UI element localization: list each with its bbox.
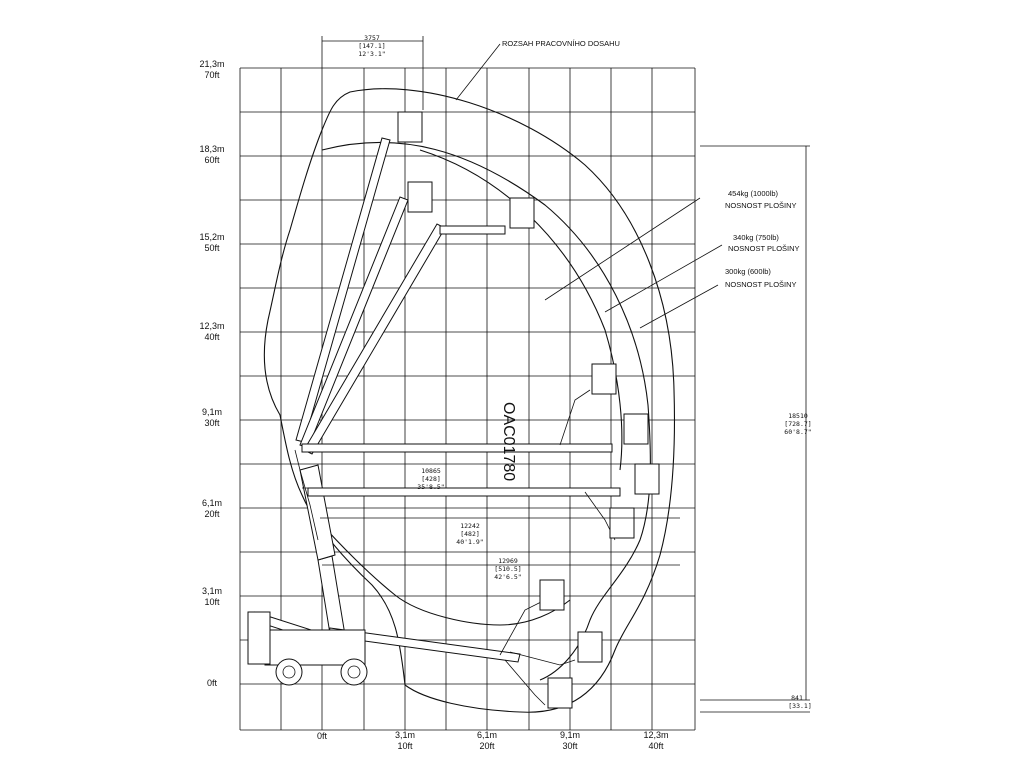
platform bbox=[539, 579, 565, 611]
x-tick-m: 12,3m bbox=[643, 730, 668, 740]
y-tick-ft: 70ft bbox=[204, 70, 220, 80]
platforms bbox=[397, 111, 660, 709]
capacity-3-weight: 300kg (600lb) bbox=[725, 267, 771, 276]
x-tick-ft: 20ft bbox=[479, 741, 495, 751]
y-tick-ft: 60ft bbox=[204, 155, 220, 165]
jib-6b bbox=[504, 659, 546, 706]
platform bbox=[591, 363, 617, 395]
y-tick-m: 15,2m bbox=[199, 232, 224, 242]
dimensions: 3757 [147.1] 12'3.1" 18510 [728.7] 60'8.… bbox=[302, 34, 812, 713]
middle-envelope bbox=[321, 141, 651, 681]
dim-below-2: [33.1] bbox=[788, 702, 811, 710]
dim-reach3-2: [510.5] bbox=[494, 565, 521, 573]
dim-top-3: 12'3.1" bbox=[358, 50, 385, 58]
wheel-front-hub bbox=[282, 665, 296, 679]
platform bbox=[407, 181, 433, 213]
leader-line bbox=[604, 244, 723, 313]
drawing-number: OAC01780 bbox=[500, 402, 517, 481]
dim-reach3-1: 12969 bbox=[498, 557, 518, 565]
leader-line bbox=[639, 284, 719, 329]
y-tick-ft: 0ft bbox=[207, 678, 218, 688]
y-tick-ft: 20ft bbox=[204, 509, 220, 519]
x-tick-ft: 10ft bbox=[397, 741, 413, 751]
riser-upper bbox=[299, 464, 336, 561]
capacity-1-text: NOSNOST PLOŠINY bbox=[725, 201, 797, 210]
y-tick-ft: 40ft bbox=[204, 332, 220, 342]
dim-reach1-1: 10865 bbox=[421, 467, 441, 475]
y-axis-labels: 21,3m 70ft 18,3m 60ft 15,2m 50ft 12,3m 4… bbox=[199, 59, 224, 688]
dim-reach1-2: [428] bbox=[421, 475, 441, 483]
x-tick-m: 3,1m bbox=[395, 730, 415, 740]
platform bbox=[623, 413, 649, 445]
counterweight bbox=[247, 611, 271, 665]
chassis-body bbox=[264, 629, 366, 666]
y-tick-m: 18,3m bbox=[199, 144, 224, 154]
dim-height-3: 60'8.7" bbox=[784, 428, 811, 436]
y-tick-m: 21,3m bbox=[199, 59, 224, 69]
wheel-rear-hub bbox=[347, 665, 361, 679]
dim-reach3-3: 42'6.5" bbox=[494, 573, 521, 581]
x-tick-ft: 30ft bbox=[562, 741, 578, 751]
capacity-1-weight: 454kg (1000lb) bbox=[728, 189, 779, 198]
jib-6a bbox=[499, 599, 546, 656]
inner-envelope bbox=[419, 149, 623, 471]
platform bbox=[547, 677, 573, 709]
y-tick-m: 12,3m bbox=[199, 321, 224, 331]
y-tick-m: 3,1m bbox=[202, 586, 222, 596]
lower-envelope bbox=[317, 519, 571, 626]
platform bbox=[397, 111, 423, 143]
jib-6c bbox=[509, 651, 576, 666]
dim-height-1: 18510 bbox=[788, 412, 808, 420]
y-tick-m: 6,1m bbox=[202, 498, 222, 508]
platform bbox=[634, 463, 660, 495]
y-tick-m: 9,1m bbox=[202, 407, 222, 417]
jib-3 bbox=[439, 225, 506, 235]
dim-height-2: [728.7] bbox=[784, 420, 811, 428]
wheel-rear bbox=[340, 658, 368, 686]
knuckle-link bbox=[294, 449, 319, 541]
y-tick-ft: 50ft bbox=[204, 243, 220, 253]
x-tick-m: 6,1m bbox=[477, 730, 497, 740]
dim-reach2-2: [482] bbox=[460, 530, 480, 538]
dim-reach2-3: 40'1.9" bbox=[456, 538, 483, 546]
x-tick-ft: 0ft bbox=[317, 731, 328, 741]
outer-envelope bbox=[263, 88, 676, 713]
platform bbox=[577, 631, 603, 663]
boom-5 bbox=[307, 487, 621, 497]
dim-top-2: [147.1] bbox=[358, 42, 385, 50]
chassis bbox=[247, 611, 368, 686]
y-tick-ft: 30ft bbox=[204, 418, 220, 428]
platform bbox=[609, 507, 635, 539]
working-range-label: ROZSAH PRACOVNÍHO DOSAHU bbox=[502, 39, 620, 48]
leader-line bbox=[455, 43, 501, 101]
annotations: ROZSAH PRACOVNÍHO DOSAHU 454kg (1000lb) … bbox=[455, 39, 800, 481]
x-tick-ft: 40ft bbox=[648, 741, 664, 751]
capacity-2-text: NOSNOST PLOŠINY bbox=[728, 244, 800, 253]
y-tick-ft: 10ft bbox=[204, 597, 220, 607]
working-envelopes bbox=[263, 88, 676, 713]
leader-line bbox=[544, 197, 701, 301]
wheel-front bbox=[275, 658, 303, 686]
boom-4 bbox=[301, 443, 613, 453]
x-axis-labels: 0ft 3,1m 10ft 6,1m 20ft 9,1m 30ft 12,3m … bbox=[317, 730, 669, 751]
platform bbox=[509, 197, 535, 229]
capacity-2-weight: 340kg (750lb) bbox=[733, 233, 779, 242]
dim-reach2-1: 12242 bbox=[460, 522, 480, 530]
dim-top-1: 3757 bbox=[364, 34, 380, 42]
boom-positions bbox=[251, 137, 621, 706]
capacity-3-text: NOSNOST PLOŠINY bbox=[725, 280, 797, 289]
dim-reach1-3: 35'8.5" bbox=[417, 483, 444, 491]
jib-4 bbox=[559, 389, 591, 446]
dim-below-1: 841 bbox=[791, 694, 803, 702]
x-tick-m: 9,1m bbox=[560, 730, 580, 740]
